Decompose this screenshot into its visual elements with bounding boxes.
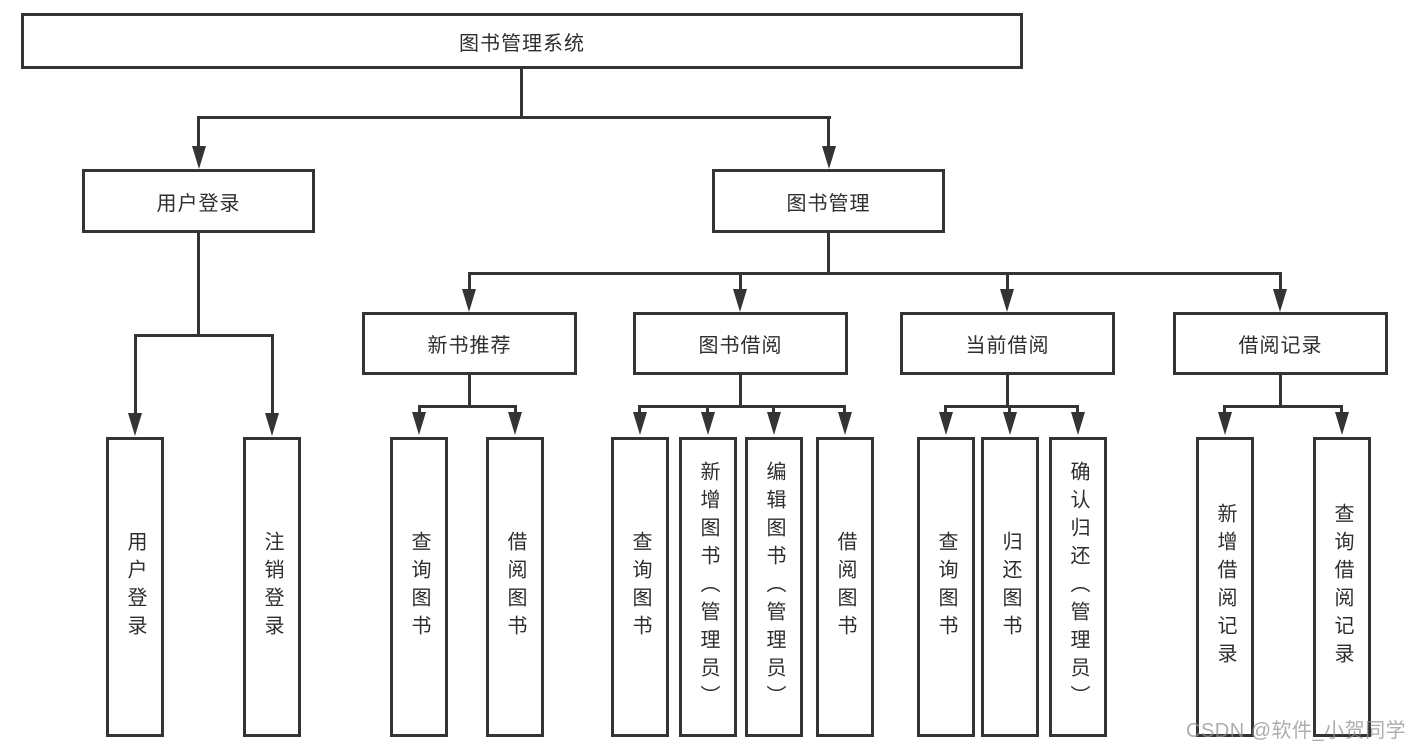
connector-vline (520, 69, 523, 116)
node-leaf-query-book-recommend-label: 查询图书 (408, 531, 430, 643)
node-leaf-borrow-book-recommend-label: 借阅图书 (504, 531, 526, 643)
connector-vline (827, 116, 830, 148)
arrow-down-icon (733, 289, 747, 312)
arrow-down-icon (128, 413, 142, 436)
node-leaf-logout: 注销登录 (243, 437, 301, 737)
connector-vline (638, 405, 641, 417)
arrow-down-icon (1218, 412, 1232, 435)
connector-hline (134, 334, 274, 337)
arrow-down-icon (265, 413, 279, 436)
node-leaf-edit-book-admin-label: 编辑图书（管理员） (763, 461, 785, 713)
arrow-down-icon (838, 412, 852, 435)
node-leaf-confirm-return-admin: 确认归还（管理员） (1049, 437, 1107, 737)
node-leaf-query-book-current-label: 查询图书 (935, 531, 957, 643)
connector-vline (468, 272, 471, 290)
node-new-book-recommend: 新书推荐 (362, 312, 577, 375)
node-leaf-user-login-label: 用户登录 (124, 531, 146, 643)
connector-hline (638, 405, 846, 408)
connector-vline (843, 405, 846, 417)
connector-vline (1340, 405, 1343, 417)
arrow-down-icon (1071, 412, 1085, 435)
node-user-login-label: 用户登录 (156, 192, 241, 215)
node-current-borrow: 当前借阅 (900, 312, 1115, 375)
connector-hline (418, 405, 517, 408)
node-leaf-borrow-book-recommend: 借阅图书 (486, 437, 544, 737)
arrow-down-icon (939, 412, 953, 435)
node-leaf-borrow-book-label: 借阅图书 (834, 531, 856, 643)
connector-vline (468, 375, 471, 407)
node-borrow-records: 借阅记录 (1173, 312, 1388, 375)
node-book-borrow-label: 图书借阅 (698, 335, 783, 357)
connector-hline (1224, 405, 1343, 408)
connector-vline (197, 233, 200, 337)
node-leaf-borrow-book: 借阅图书 (816, 437, 874, 737)
connector-vline (514, 405, 517, 417)
node-leaf-query-borrow-record: 查询借阅记录 (1313, 437, 1371, 737)
arrow-down-icon (1003, 412, 1017, 435)
node-leaf-confirm-return-admin-label: 确认归还（管理员） (1067, 461, 1089, 713)
node-leaf-query-book-borrow: 查询图书 (611, 437, 669, 737)
connector-vline (739, 375, 742, 407)
node-leaf-edit-book-admin: 编辑图书（管理员） (745, 437, 803, 737)
connector-hline (197, 116, 831, 119)
connector-vline (1223, 405, 1226, 417)
connector-vline (1006, 375, 1009, 407)
connector-vline (1076, 405, 1079, 417)
node-book-management-label: 图书管理 (786, 192, 871, 215)
connector-vline (1008, 405, 1011, 417)
connector-vline (739, 272, 742, 290)
connector-vline (1006, 272, 1009, 290)
node-leaf-query-borrow-record-label: 查询借阅记录 (1331, 503, 1353, 671)
csdn-watermark: CSDN @软件_小贺同学 (1186, 720, 1405, 742)
connector-vline (271, 334, 274, 414)
node-new-book-recommend-label: 新书推荐 (427, 335, 512, 357)
connector-vline (1279, 272, 1282, 290)
arrow-down-icon (822, 146, 836, 169)
node-leaf-query-book-current: 查询图书 (917, 437, 975, 737)
connector-vline (197, 116, 200, 148)
arrow-down-icon (1335, 412, 1349, 435)
node-leaf-add-book-admin: 新增图书（管理员） (679, 437, 737, 737)
connector-vline (706, 405, 709, 417)
node-leaf-query-book-recommend: 查询图书 (390, 437, 448, 737)
node-current-borrow-label: 当前借阅 (965, 335, 1050, 357)
connector-vline (134, 334, 137, 414)
node-leaf-user-login: 用户登录 (106, 437, 164, 737)
arrow-down-icon (767, 412, 781, 435)
node-leaf-add-book-admin-label: 新增图书（管理员） (697, 461, 719, 713)
node-user-login: 用户登录 (82, 169, 315, 233)
arrow-down-icon (412, 412, 426, 435)
node-leaf-add-borrow-record: 新增借阅记录 (1196, 437, 1254, 737)
arrow-down-icon (508, 412, 522, 435)
connector-vline (1279, 375, 1282, 407)
arrow-down-icon (192, 146, 206, 169)
connector-vline (944, 405, 947, 417)
arrow-down-icon (701, 412, 715, 435)
connector-vline (418, 405, 421, 417)
node-book-management: 图书管理 (712, 169, 945, 233)
node-root-label: 图书管理系统 (459, 32, 585, 55)
node-leaf-logout-label: 注销登录 (261, 531, 283, 643)
connector-vline (772, 405, 775, 417)
node-borrow-records-label: 借阅记录 (1238, 335, 1323, 357)
connector-hline (469, 272, 1282, 275)
node-leaf-return-book: 归还图书 (981, 437, 1039, 737)
node-root: 图书管理系统 (21, 13, 1023, 69)
connector-vline (827, 233, 830, 274)
connector-hline (945, 405, 1079, 408)
node-book-borrow: 图书借阅 (633, 312, 848, 375)
node-leaf-query-book-borrow-label: 查询图书 (629, 531, 651, 643)
node-leaf-add-borrow-record-label: 新增借阅记录 (1214, 503, 1236, 671)
arrow-down-icon (1000, 289, 1014, 312)
arrow-down-icon (633, 412, 647, 435)
arrow-down-icon (462, 289, 476, 312)
node-leaf-return-book-label: 归还图书 (999, 531, 1021, 643)
arrow-down-icon (1273, 289, 1287, 312)
